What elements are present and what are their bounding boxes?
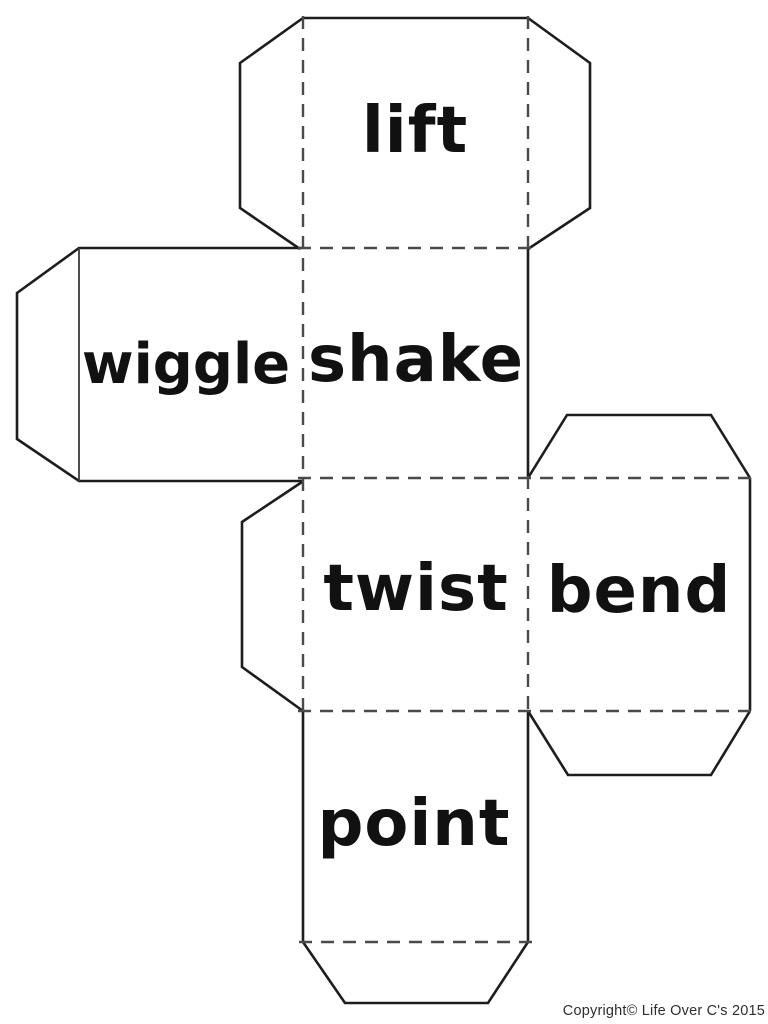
point-bottom-tab-outline xyxy=(301,941,530,1005)
lift-face-and-side-tabs-outline xyxy=(238,16,592,251)
face-label-wiggle: wiggle xyxy=(82,332,290,397)
face-label-shake: shake xyxy=(308,323,524,397)
bend-bottom-tab-outline xyxy=(526,710,752,777)
copyright-text: Copyright© Life Over C's 2015 xyxy=(562,1003,765,1019)
cut-lines xyxy=(15,16,752,1005)
face-labels: lift wiggle shake twist bend point xyxy=(82,94,732,861)
twist-left-tab-outline xyxy=(240,480,304,713)
face-label-lift: lift xyxy=(362,94,468,168)
face-label-twist: twist xyxy=(323,552,508,626)
wiggle-face-and-left-tab-outline xyxy=(15,246,302,483)
face-label-point: point xyxy=(318,787,511,861)
face-label-bend: bend xyxy=(547,554,732,628)
fold-lines xyxy=(298,16,753,944)
bend-top-tab-outline xyxy=(526,413,752,479)
